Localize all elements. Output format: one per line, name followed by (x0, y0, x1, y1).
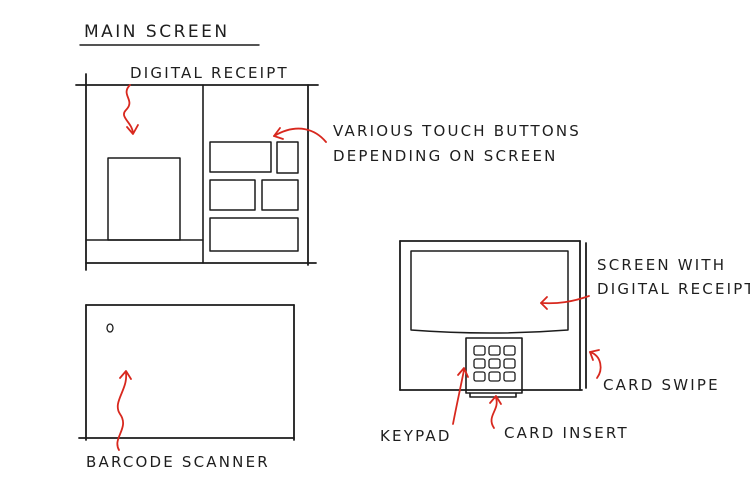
arrow-digital-receipt-head (126, 124, 139, 135)
label-card-swipe: CARD SWIPE (603, 376, 720, 394)
touch-button-3 (209, 179, 256, 211)
card-insert-slot (469, 392, 517, 398)
label-digital-receipt: DIGITAL RECEIPT (130, 64, 289, 82)
scanner-lens-icon (106, 323, 114, 333)
page-title: MAIN SCREEN (84, 22, 230, 42)
keypad-key (473, 345, 486, 356)
annotation-arrows (116, 84, 602, 451)
touch-button-1 (209, 141, 272, 173)
keypad-key (488, 371, 501, 382)
keypad-keys (473, 345, 516, 382)
keypad-key (488, 345, 501, 356)
arrow-screen-with (540, 295, 590, 305)
arrow-screen-with-head (540, 296, 548, 310)
arrow-card-insert-head (489, 395, 502, 405)
arrow-barcode-scanner-head (119, 370, 132, 380)
terminal-screen (410, 250, 569, 334)
arrow-card-swipe-head (589, 349, 600, 361)
touch-button-2 (276, 141, 299, 174)
keypad-key (473, 358, 486, 369)
touch-button-4 (261, 179, 299, 211)
keypad-key (488, 358, 501, 369)
digital-receipt-panel (107, 157, 181, 241)
label-screen-with-line2: DIGITAL RECEIPT (597, 280, 750, 298)
main-screen-wireframe (75, 73, 319, 271)
touch-button-5 (209, 217, 299, 252)
keypad-key (473, 371, 486, 382)
arrow-digital-receipt (123, 84, 134, 134)
payment-terminal-wireframe (399, 240, 587, 398)
label-touch-buttons-line1: VARIOUS TOUCH BUTTONS (333, 122, 582, 140)
label-touch-buttons-line2: DEPENDING ON SCREEN (333, 147, 558, 165)
keypad-key (503, 371, 516, 382)
arrow-touch-buttons-head (273, 127, 284, 140)
arrow-barcode-scanner (116, 372, 127, 451)
label-card-insert: CARD INSERT (504, 424, 629, 442)
keypad-key (503, 345, 516, 356)
label-keypad: KEYPAD (380, 427, 452, 445)
arrow-keypad-head (457, 367, 469, 378)
label-barcode-scanner: BARCODE SCANNER (86, 453, 270, 471)
arrow-card-swipe (589, 351, 602, 379)
arrow-keypad (452, 369, 465, 425)
barcode-scanner-wireframe (78, 304, 295, 441)
keypad-housing (465, 337, 523, 394)
keypad-key (503, 358, 516, 369)
arrow-card-insert (490, 397, 498, 429)
label-screen-with-line1: SCREEN WITH (597, 256, 727, 274)
arrow-touch-buttons (273, 127, 327, 143)
